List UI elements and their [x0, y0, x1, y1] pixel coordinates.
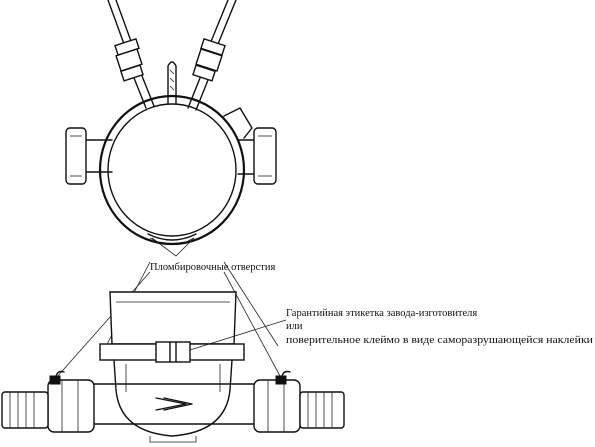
warranty-seal-sticker	[155, 341, 191, 363]
meter-body-outer	[98, 94, 246, 246]
right-sensor-probe	[187, 0, 237, 111]
verification-mark-text: поверительное клеймо в виде саморазрушаю…	[286, 335, 593, 346]
sealing-holes-label: Пломбировочные отверстия	[150, 262, 275, 273]
top-seal-lug	[147, 233, 197, 241]
left-coupling	[1, 370, 95, 433]
or-text: или	[286, 321, 303, 332]
meter-bowl	[113, 359, 233, 437]
right-coupling	[253, 370, 345, 433]
top-right-connector	[223, 107, 277, 185]
register-housing	[109, 291, 237, 345]
flow-direction-arrow	[155, 397, 193, 411]
flow-pipe	[85, 383, 261, 425]
left-sensor-probe	[107, 0, 155, 109]
center-seal-wire	[167, 61, 177, 105]
warranty-label-text: Гарантийная этикетка завода-изготовителя	[286, 308, 477, 319]
meter-side-view	[1, 291, 345, 443]
top-left-connector	[65, 127, 113, 185]
meter-dial	[107, 103, 237, 237]
meter-top-view	[65, 0, 277, 246]
warranty-label-leader	[189, 319, 287, 351]
